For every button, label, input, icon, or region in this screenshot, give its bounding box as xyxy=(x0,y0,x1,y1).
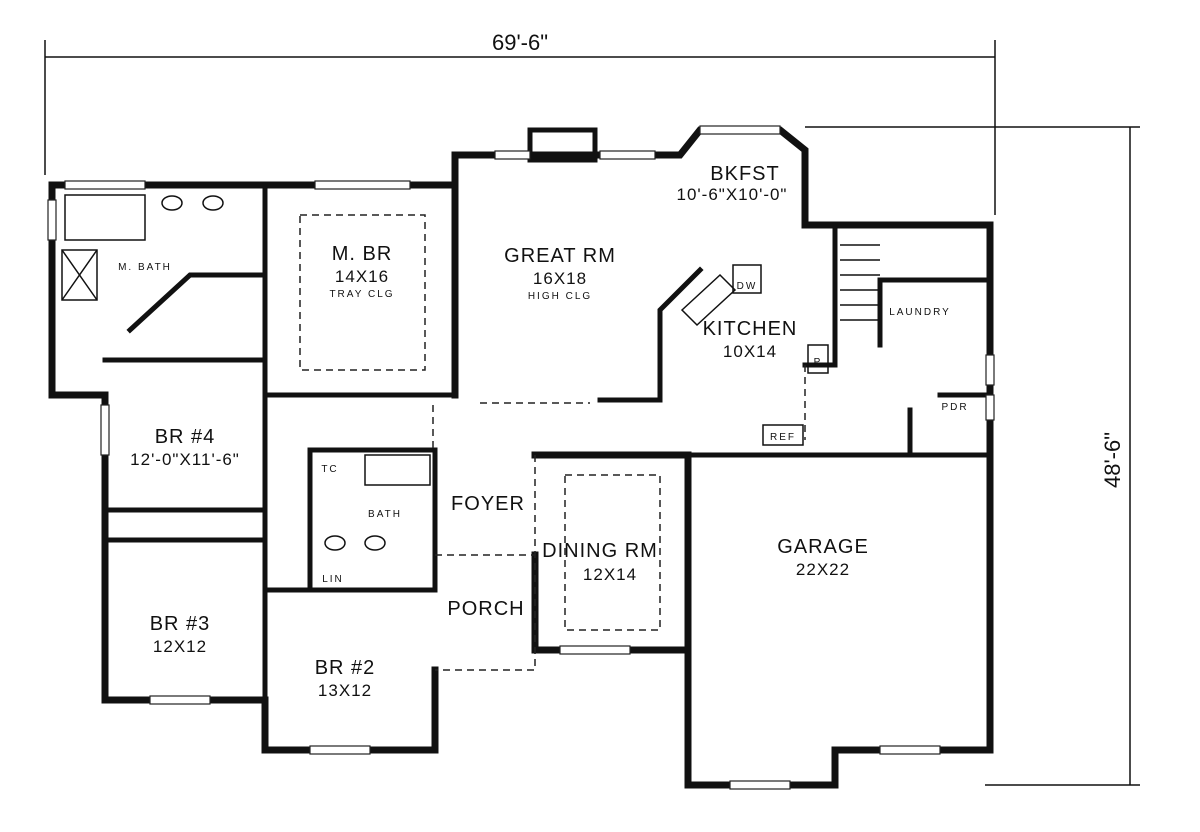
kitchen-size: 10X14 xyxy=(723,342,777,361)
master-bedroom-size: 14X16 xyxy=(335,267,389,286)
towel-closet-label: TC xyxy=(321,464,338,475)
fixtures xyxy=(61,194,880,551)
bathtub xyxy=(64,194,146,241)
bedroom4-size: 12'-0"X11'-6" xyxy=(130,450,240,469)
refrigerator-label: REF xyxy=(770,432,796,443)
dishwasher-box xyxy=(732,264,762,294)
bedroom2-label: BR #2 xyxy=(315,657,376,679)
great-room-note: HIGH CLG xyxy=(528,291,592,302)
pantry-box xyxy=(807,344,829,374)
sink xyxy=(202,195,224,211)
sink xyxy=(324,535,346,551)
bedroom4-label: BR #4 xyxy=(155,426,216,448)
dimension-depth: 48'-6" xyxy=(805,126,1140,786)
pantry-label: P xyxy=(814,357,823,368)
stairs xyxy=(840,244,880,321)
sink xyxy=(364,535,386,551)
master-bedroom-label: M. BR xyxy=(332,243,393,265)
dining-room-label: DINING RM xyxy=(542,540,658,562)
laundry-label: LAUNDRY xyxy=(889,307,951,318)
shower xyxy=(61,249,98,301)
linen-label: LIN xyxy=(322,574,344,585)
dimension-width: 69'-6" xyxy=(44,30,996,215)
great-room-label: GREAT RM xyxy=(504,245,616,267)
sink xyxy=(161,195,183,211)
garage-size: 22X22 xyxy=(796,560,850,579)
master-bedroom-note: TRAY CLG xyxy=(329,289,394,300)
great-room-size: 16X18 xyxy=(533,269,587,288)
breakfast-size: 10'-6"X10'-0" xyxy=(677,185,788,204)
bedroom3-label: BR #3 xyxy=(150,613,211,635)
refrigerator-box xyxy=(762,424,804,446)
tub xyxy=(364,454,431,486)
dining-room-size: 12X14 xyxy=(583,565,637,584)
dishwasher-label: DW xyxy=(737,281,758,292)
bedroom2-size: 13X12 xyxy=(318,681,372,700)
foyer-label: FOYER xyxy=(451,493,525,515)
interior-walls xyxy=(102,182,993,753)
kitchen-sink xyxy=(680,273,737,327)
dashed-lines xyxy=(299,214,806,671)
master-bath-label: M. BATH xyxy=(118,262,172,273)
breakfast-label: BKFST xyxy=(710,163,779,185)
bath-label: BATH xyxy=(368,509,402,520)
windows xyxy=(47,125,995,790)
depth-dimension-label: 48'-6" xyxy=(1100,432,1125,488)
room-labels: M. BATH M. BR 14X16 TRAY CLG GREAT RM 16… xyxy=(118,163,968,700)
bedroom3-size: 12X12 xyxy=(153,637,207,656)
kitchen-label: KITCHEN xyxy=(703,318,798,340)
powder-room-label: PDR xyxy=(941,402,968,413)
garage-label: GARAGE xyxy=(777,536,869,558)
width-dimension-label: 69'-6" xyxy=(492,30,548,55)
porch-label: PORCH xyxy=(447,598,524,620)
